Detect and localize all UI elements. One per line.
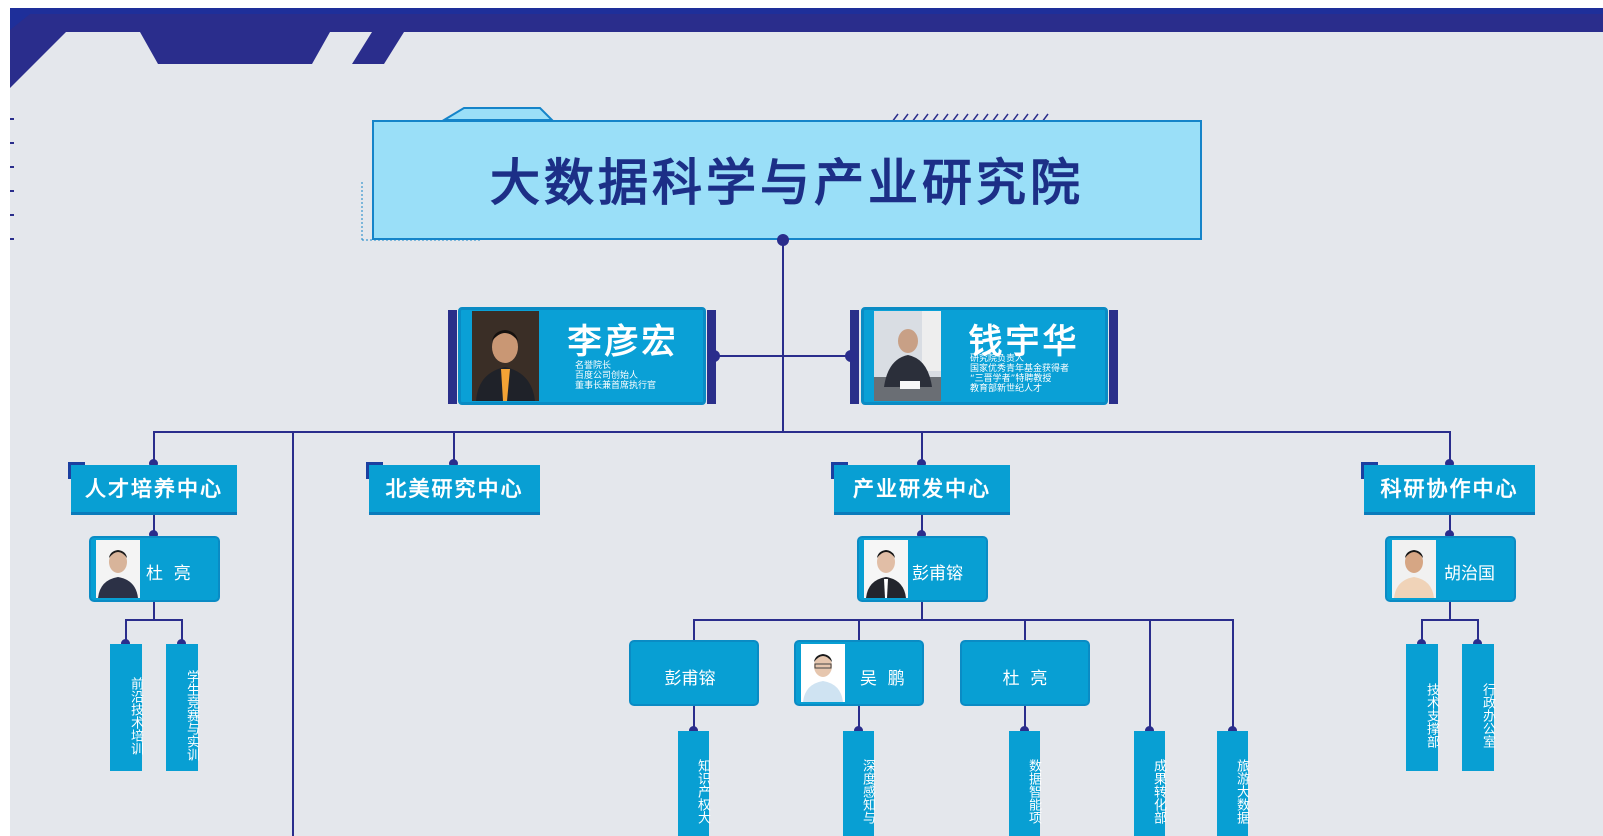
person-photo-icon bbox=[864, 540, 908, 598]
node bbox=[1228, 726, 1237, 735]
department: 深度感知与 bbox=[843, 731, 875, 836]
leader-role-text: “三晋学者”特聘教授 bbox=[970, 374, 1052, 384]
avatar bbox=[472, 311, 539, 401]
node bbox=[917, 530, 926, 539]
leader-role-text: 研究院负责人 bbox=[970, 354, 1025, 364]
title-box bbox=[372, 120, 1202, 240]
connector bbox=[181, 619, 183, 645]
connector bbox=[921, 431, 923, 465]
connector bbox=[153, 602, 155, 620]
centers-bus-line bbox=[153, 431, 1451, 433]
node bbox=[177, 639, 186, 648]
node bbox=[1020, 726, 1029, 735]
person-photo-icon bbox=[874, 311, 941, 401]
connector bbox=[125, 619, 127, 645]
person-name: 杜 亮 bbox=[146, 564, 191, 584]
connector bbox=[921, 602, 923, 620]
connector bbox=[153, 515, 155, 537]
center-research-collab: 科研协作中心 bbox=[1361, 462, 1535, 515]
person-photo-icon bbox=[472, 311, 539, 401]
connector bbox=[1024, 619, 1026, 641]
connector bbox=[858, 619, 860, 641]
avatar bbox=[801, 644, 845, 702]
node bbox=[708, 350, 720, 362]
department: 技术支撑部 bbox=[1406, 644, 1439, 771]
node bbox=[689, 726, 698, 735]
connector bbox=[153, 431, 155, 465]
avatar bbox=[864, 540, 908, 598]
connector bbox=[1421, 619, 1479, 621]
department: 行政办公室 bbox=[1462, 644, 1495, 771]
connector bbox=[1421, 619, 1423, 645]
node bbox=[1417, 639, 1426, 648]
center-industry: 产业研发中心 bbox=[831, 462, 1010, 515]
connector bbox=[1477, 619, 1479, 645]
leader-roles: 研究院负责人 国家优秀青年基金获得者 “三晋学者”特聘教授 教育部新世纪人才 bbox=[970, 354, 1102, 394]
avatar bbox=[1392, 540, 1436, 598]
person-card bbox=[960, 640, 1090, 706]
leader-role-text: 国家优秀青年基金获得者 bbox=[970, 364, 1070, 374]
leader-link-line bbox=[714, 355, 852, 357]
person-card bbox=[629, 640, 759, 706]
node bbox=[1145, 726, 1154, 735]
node bbox=[449, 459, 458, 468]
department: 前沿技术培训 bbox=[110, 644, 143, 771]
node bbox=[149, 530, 158, 539]
page-title: 大数据科学与产业研究院 bbox=[490, 153, 1084, 212]
connector bbox=[693, 706, 695, 732]
node bbox=[121, 639, 130, 648]
department: 数据智能项 bbox=[1009, 731, 1041, 836]
center-north-america: 北美研究中心 bbox=[366, 462, 540, 515]
avatar bbox=[874, 311, 941, 401]
person-name: 彭甫镕 bbox=[664, 669, 716, 689]
node bbox=[1473, 639, 1482, 648]
connector bbox=[921, 515, 923, 537]
trunk-line bbox=[782, 240, 784, 432]
connector bbox=[453, 431, 455, 465]
bracket bbox=[1109, 310, 1118, 404]
bracket bbox=[448, 310, 457, 404]
person-name: 杜 亮 bbox=[1002, 669, 1048, 689]
node bbox=[149, 459, 158, 468]
person-name: 胡治国 bbox=[1444, 564, 1495, 584]
person-name: 彭甫镕 bbox=[912, 564, 963, 584]
department: 知识产权大 bbox=[678, 731, 710, 836]
connector bbox=[1232, 619, 1234, 731]
leader-role-text: 百度公司创始人 bbox=[575, 371, 639, 381]
leader-role-text: 名誉院长 bbox=[575, 361, 612, 371]
person-photo-icon bbox=[1392, 540, 1436, 598]
department: 旅游大数据 bbox=[1217, 731, 1249, 836]
connector bbox=[693, 619, 1233, 621]
connector bbox=[1449, 602, 1451, 620]
department: 学生竞赛与实训 bbox=[166, 644, 199, 771]
connector bbox=[693, 619, 695, 641]
connector bbox=[1149, 619, 1151, 731]
person-photo-icon bbox=[801, 644, 845, 702]
connector bbox=[1449, 431, 1451, 465]
leader-name: 钱宇华 bbox=[968, 322, 1080, 362]
connector bbox=[858, 706, 860, 732]
node bbox=[917, 459, 926, 468]
node bbox=[1445, 530, 1454, 539]
avatar bbox=[96, 540, 140, 598]
connector bbox=[1024, 706, 1026, 732]
center-talent: 人才培养中心 bbox=[68, 462, 237, 515]
node bbox=[854, 726, 863, 735]
leader-role-text: 教育部新世纪人才 bbox=[970, 384, 1043, 394]
node bbox=[845, 350, 857, 362]
person-name: 吴 鹏 bbox=[860, 669, 905, 689]
connector bbox=[125, 619, 183, 621]
leader-role-text: 董事长兼首席执行官 bbox=[575, 381, 657, 391]
node bbox=[1445, 459, 1454, 468]
connector bbox=[292, 431, 294, 836]
person-photo-icon bbox=[96, 540, 140, 598]
department: 成果转化部 bbox=[1134, 731, 1166, 836]
leader-roles: 名誉院长 百度公司创始人 董事长兼首席执行官 bbox=[575, 361, 700, 391]
connector bbox=[1449, 515, 1451, 537]
leader-name: 李彦宏 bbox=[567, 322, 679, 362]
